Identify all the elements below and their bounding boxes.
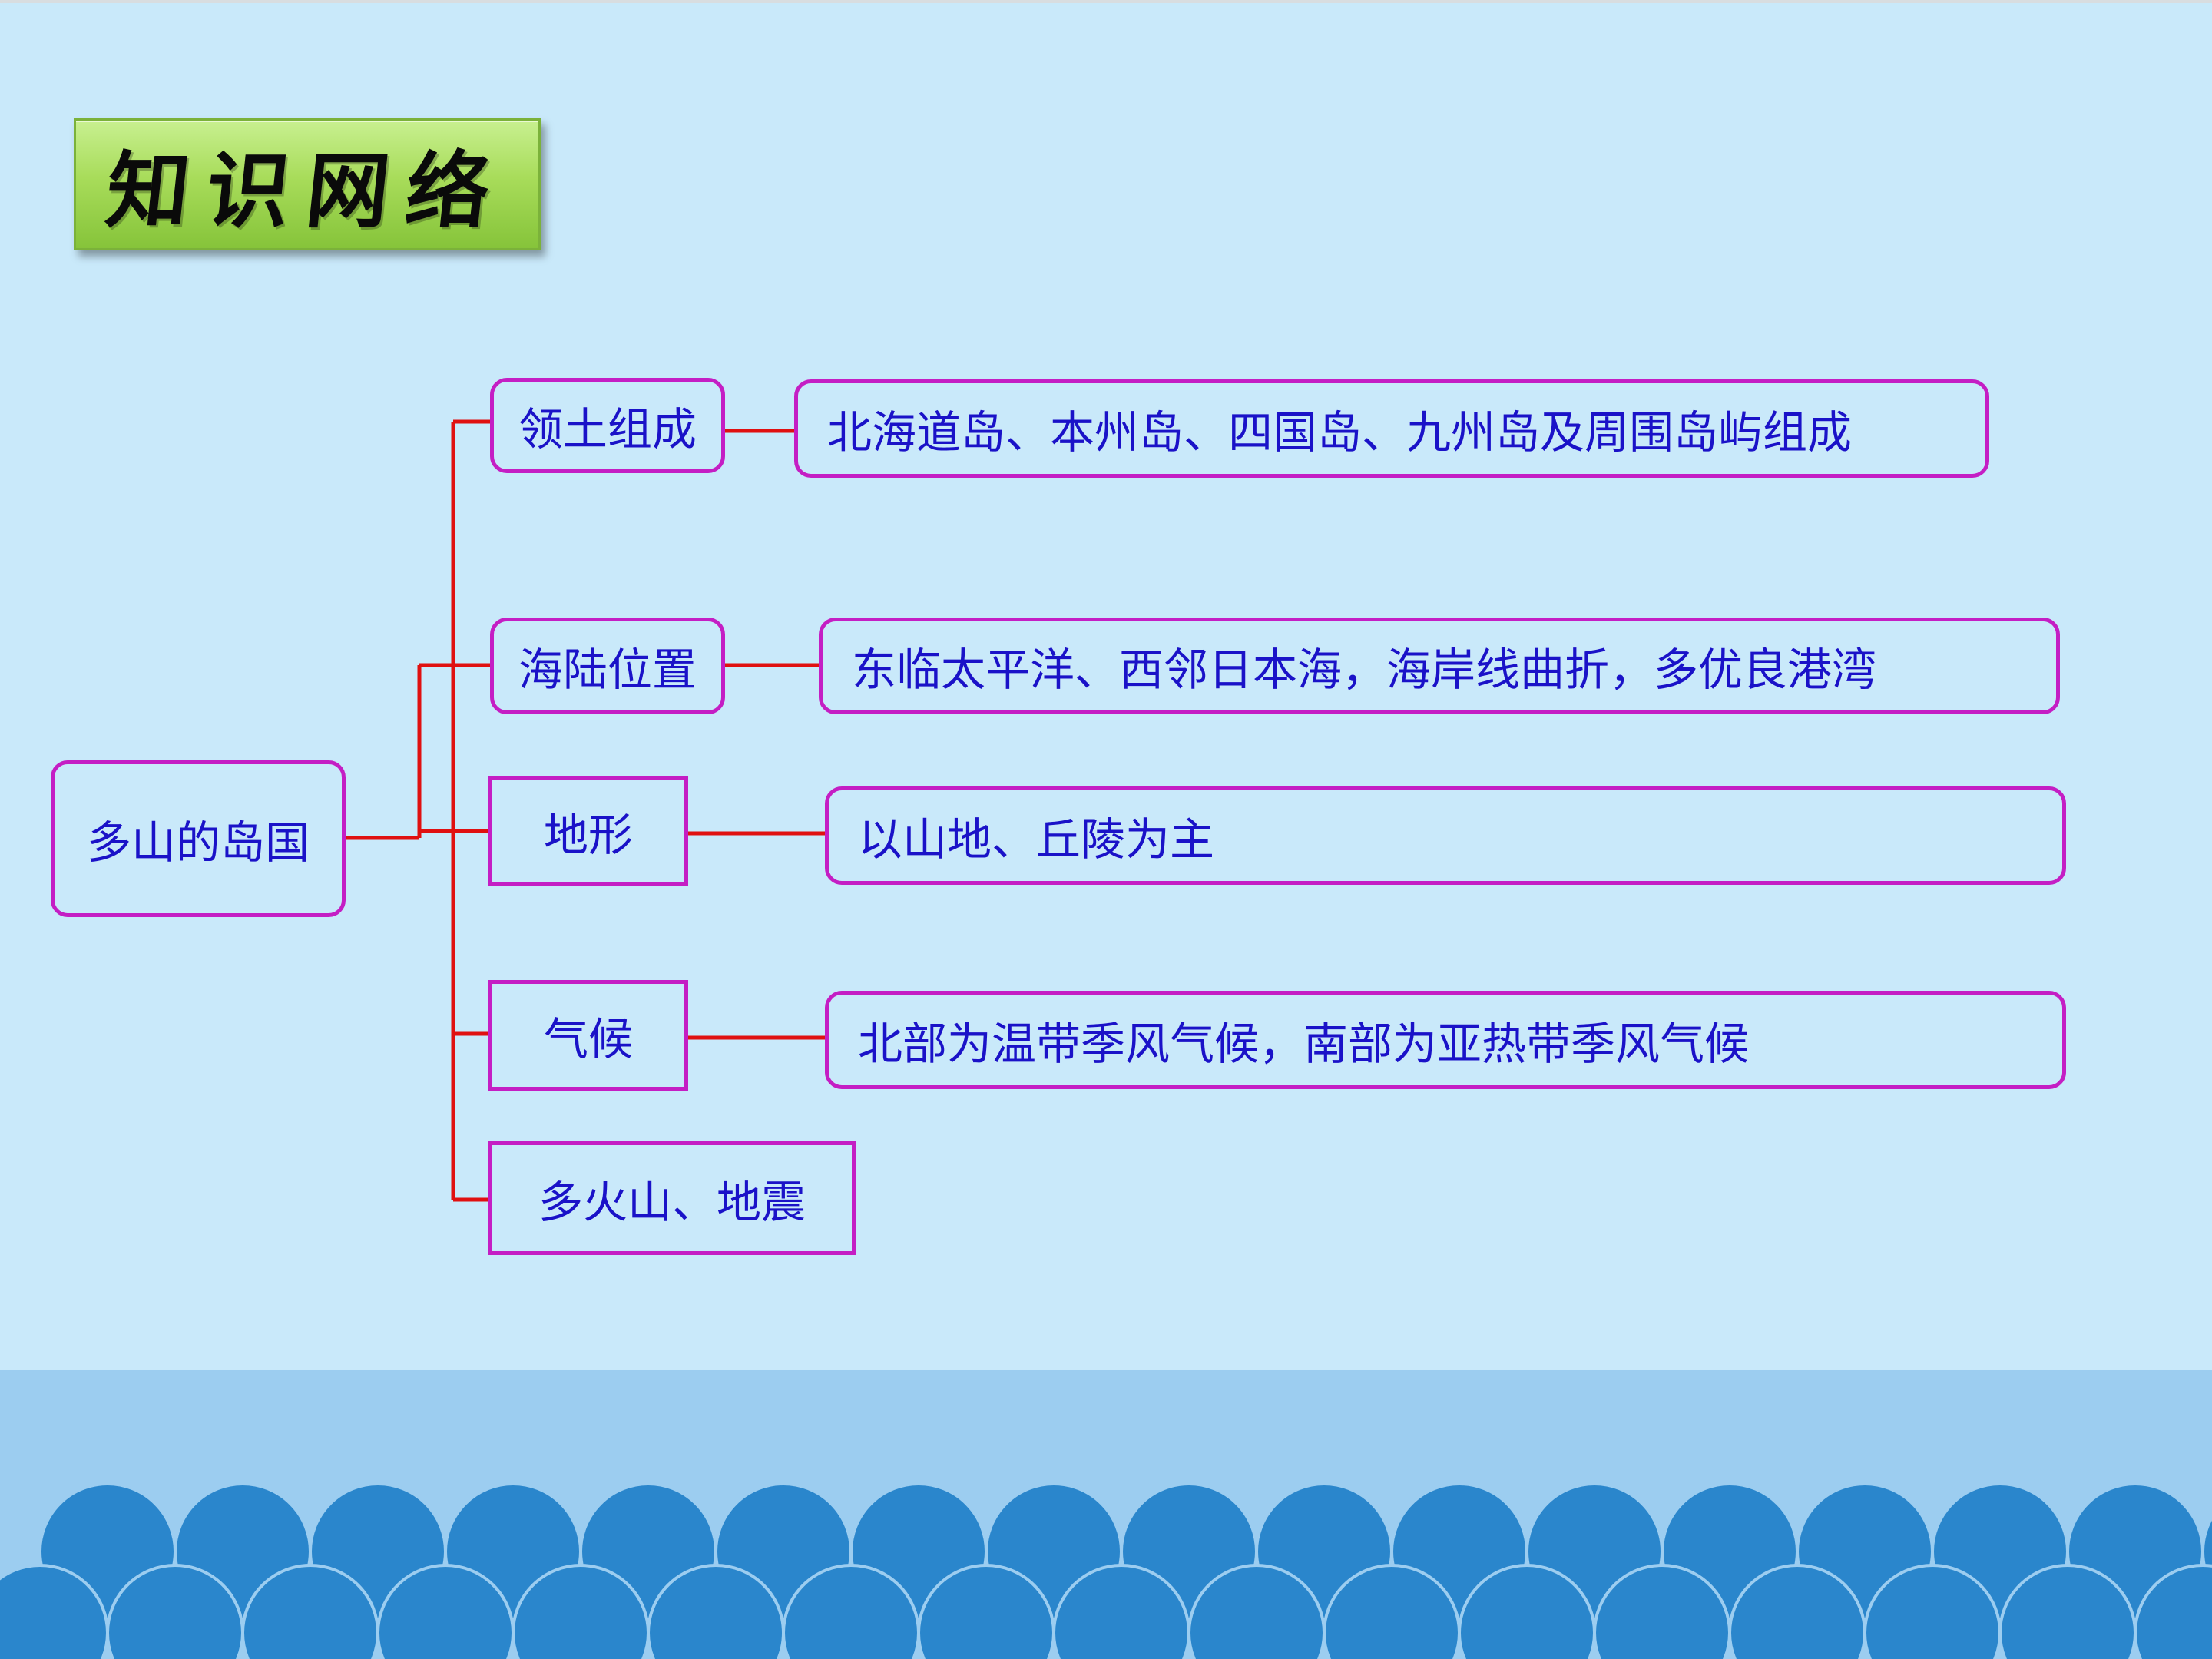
- wave-scallop: [2134, 1564, 2212, 1659]
- root-node-label: 多山的岛国: [86, 816, 310, 869]
- branch-node-label: 地形: [543, 809, 633, 861]
- branch-node-climate: 气候: [488, 980, 688, 1091]
- detail-node-text: 北海道岛、本州岛、四国岛、九州岛及周围岛屿组成: [827, 406, 1853, 459]
- wave-decoration: [0, 1482, 2212, 1659]
- branch-node-terrain: 地形: [488, 776, 688, 886]
- detail-node-text: 东临太平洋、西邻日本海，海岸线曲折，多优良港湾: [852, 644, 1877, 696]
- branch-node-label: 领土组成: [518, 403, 697, 455]
- branch-node-label: 海陆位置: [518, 644, 697, 696]
- branch-node-volcano-earthquake: 多火山、地震: [488, 1141, 856, 1255]
- detail-node-terrain: 以山地、丘陵为主: [825, 786, 2066, 885]
- branch-node-location: 海陆位置: [490, 618, 725, 714]
- detail-node-text: 北部为温带季风气候，南部为亚热带季风气候: [858, 1018, 1750, 1070]
- top-rule: [0, 0, 2212, 3]
- branch-node-territory: 领土组成: [490, 378, 725, 473]
- detail-node-location: 东临太平洋、西邻日本海，海岸线曲折，多优良港湾: [819, 618, 2060, 714]
- detail-node-text: 以山地、丘陵为主: [858, 813, 1215, 866]
- detail-node-territory: 北海道岛、本州岛、四国岛、九州岛及周围岛屿组成: [794, 379, 1989, 478]
- detail-node-climate: 北部为温带季风气候，南部为亚热带季风气候: [825, 991, 2066, 1089]
- root-node: 多山的岛国: [51, 760, 346, 917]
- branch-node-label: 多火山、地震: [538, 1176, 806, 1228]
- branch-node-label: 气候: [543, 1013, 633, 1065]
- title-badge: 知识网络: [74, 118, 541, 250]
